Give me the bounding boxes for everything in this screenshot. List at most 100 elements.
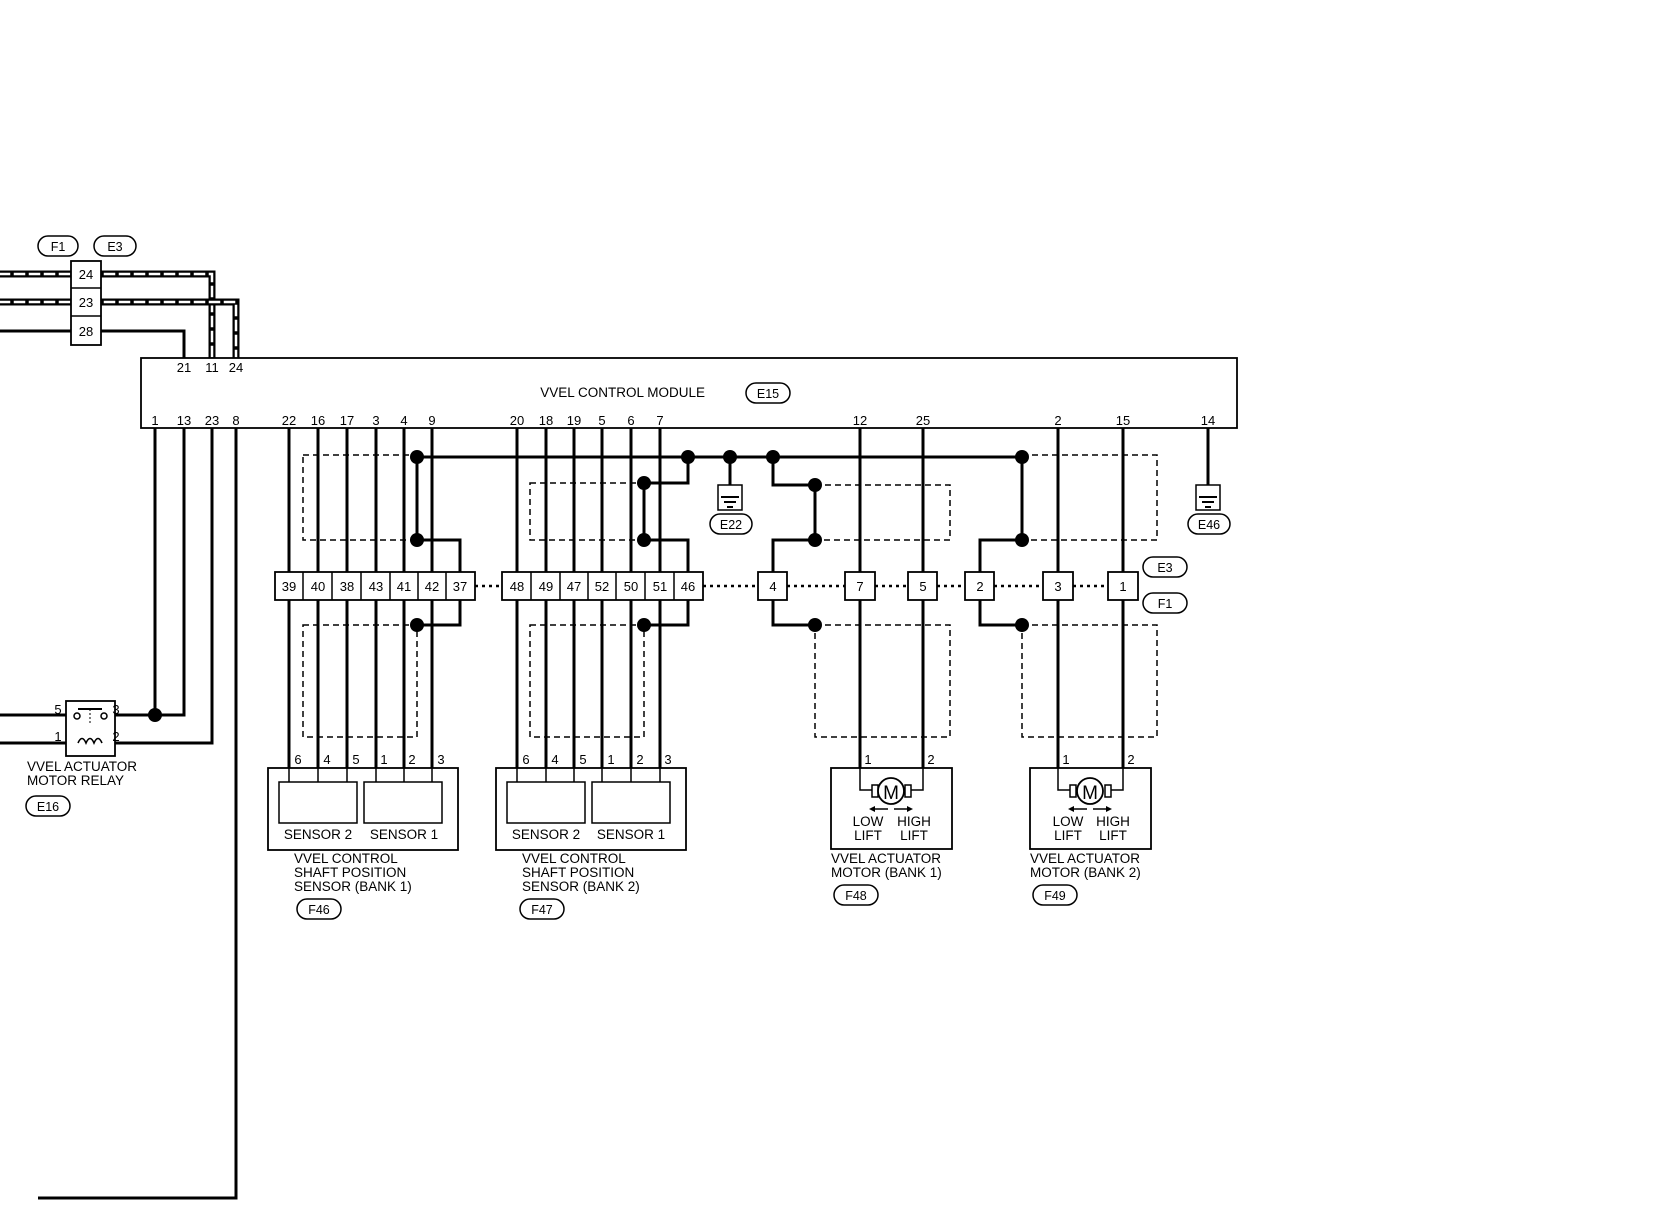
top-connector-pin: 28 bbox=[79, 324, 93, 339]
module-bottom-pin: 3 bbox=[372, 413, 379, 428]
actuator-motor-bank1: M 1 2 LOW LIFT HIGH LIFT VVEL ACTUATOR M… bbox=[830, 752, 953, 906]
sensor-pin: 4 bbox=[323, 752, 330, 767]
relay-pin: 5 bbox=[54, 702, 61, 717]
mid-connector-pin: 41 bbox=[397, 579, 411, 594]
module-bottom-pin: 12 bbox=[853, 413, 867, 428]
relay-label: MOTOR RELAY bbox=[27, 773, 124, 788]
sensor-1-label: SENSOR 1 bbox=[597, 827, 665, 842]
mid-connector-pin: 5 bbox=[919, 579, 926, 594]
mid-connector-pin: 52 bbox=[595, 579, 609, 594]
motor-pin: 2 bbox=[1127, 752, 1134, 767]
top-wires bbox=[0, 270, 240, 362]
sensor-pin: 5 bbox=[579, 752, 586, 767]
high-lift-label: HIGH bbox=[1096, 814, 1130, 829]
mid-connector-pin: 50 bbox=[624, 579, 638, 594]
top-connector-pin: 24 bbox=[79, 267, 93, 282]
mid-connector-pin: 2 bbox=[976, 579, 983, 594]
mid-connector-pin: 43 bbox=[369, 579, 383, 594]
motor-pin: 2 bbox=[927, 752, 934, 767]
module-bottom-pin: 25 bbox=[916, 413, 930, 428]
mid-connector-codes: E3 F1 bbox=[1142, 556, 1188, 614]
motor-bank2-label: MOTOR (BANK 2) bbox=[1030, 865, 1141, 880]
module-bottom-pin: 5 bbox=[598, 413, 605, 428]
module-bottom-pin: 13 bbox=[177, 413, 191, 428]
control-module: VVEL CONTROL MODULE E15 21 11 24 1 13 23… bbox=[140, 357, 1238, 429]
high-lift-label: HIGH bbox=[897, 814, 931, 829]
sensor-pin: 6 bbox=[294, 752, 301, 767]
module-bottom-pin: 23 bbox=[205, 413, 219, 428]
module-top-pin: 21 bbox=[177, 360, 191, 375]
motor-symbol: M bbox=[1082, 783, 1098, 804]
module-bottom-pin: 9 bbox=[428, 413, 435, 428]
connector-code-tag: F1 bbox=[1158, 597, 1173, 611]
motor-bank2-label: VVEL ACTUATOR bbox=[1030, 851, 1140, 866]
actuator-motor-bank2: M 1 2 LOW LIFT HIGH LIFT VVEL ACTUATOR M… bbox=[1029, 752, 1152, 906]
connector-code-tag: E3 bbox=[1157, 561, 1172, 575]
sensor-bank2-label: SHAFT POSITION bbox=[522, 865, 634, 880]
sensor-pin: 2 bbox=[636, 752, 643, 767]
sensor-pin: 4 bbox=[551, 752, 558, 767]
module-bottom-pin: 17 bbox=[340, 413, 354, 428]
low-lift-label: LIFT bbox=[1054, 828, 1082, 843]
mid-connector-pin: 42 bbox=[425, 579, 439, 594]
relay-code-tag: E16 bbox=[37, 800, 59, 814]
motor-pin: 1 bbox=[864, 752, 871, 767]
mid-connector-pin: 7 bbox=[856, 579, 863, 594]
module-bottom-pin: 15 bbox=[1116, 413, 1130, 428]
high-lift-label: LIFT bbox=[900, 828, 928, 843]
module-name: VVEL CONTROL MODULE bbox=[540, 385, 705, 400]
splice-dots bbox=[148, 450, 1029, 722]
motor-symbol: M bbox=[883, 783, 899, 804]
sensor-2-label: SENSOR 2 bbox=[512, 827, 580, 842]
connector-code-tag: E3 bbox=[107, 240, 122, 254]
relay-pin: 3 bbox=[112, 702, 119, 717]
sensor-bank1: 6 4 5 1 2 3 SENSOR 2 SENSOR 1 VVEL CONTR… bbox=[267, 752, 459, 920]
high-lift-label: LIFT bbox=[1099, 828, 1127, 843]
mid-connector-pin: 38 bbox=[340, 579, 354, 594]
module-bottom-pin: 1 bbox=[151, 413, 158, 428]
module-bottom-pin: 18 bbox=[539, 413, 553, 428]
sensor-pin: 1 bbox=[380, 752, 387, 767]
sensor-bank1-label: SENSOR (BANK 1) bbox=[294, 879, 412, 894]
sensor-pin: 5 bbox=[352, 752, 359, 767]
top-connector: 24 23 28 F1 E3 bbox=[37, 235, 137, 346]
module-bottom-pin: 19 bbox=[567, 413, 581, 428]
low-lift-label: LIFT bbox=[854, 828, 882, 843]
sensor-1-label: SENSOR 1 bbox=[370, 827, 438, 842]
ground-e46: E46 bbox=[1187, 484, 1231, 535]
mid-connector-pin: 39 bbox=[282, 579, 296, 594]
mid-connector-pin: 48 bbox=[510, 579, 524, 594]
motor-pin: 1 bbox=[1062, 752, 1069, 767]
module-top-pin: 24 bbox=[229, 360, 243, 375]
mid-connector-pin: 49 bbox=[539, 579, 553, 594]
module-bottom-pin: 22 bbox=[282, 413, 296, 428]
sensor-bank1-code-tag: F46 bbox=[308, 903, 330, 917]
module-top-pin: 11 bbox=[205, 360, 219, 375]
module-bottom-pin: 14 bbox=[1201, 413, 1215, 428]
mid-connector-pin: 1 bbox=[1119, 579, 1126, 594]
module-bottom-pin: 20 bbox=[510, 413, 524, 428]
relay-pin: 2 bbox=[112, 729, 119, 744]
mid-connector-pin: 47 bbox=[567, 579, 581, 594]
sensor-pin: 3 bbox=[664, 752, 671, 767]
mid-connector-pin: 3 bbox=[1054, 579, 1061, 594]
sensor-pin: 3 bbox=[437, 752, 444, 767]
mid-connector-pin: 51 bbox=[653, 579, 667, 594]
motor-bank2-code-tag: F49 bbox=[1044, 889, 1066, 903]
relay-label: VVEL ACTUATOR bbox=[27, 759, 137, 774]
sensor-bank2-label: VVEL CONTROL bbox=[522, 851, 626, 866]
module-bottom-pin: 8 bbox=[232, 413, 239, 428]
sensor-pin: 6 bbox=[522, 752, 529, 767]
sensor-pin: 1 bbox=[607, 752, 614, 767]
mid-connector-pin: 4 bbox=[769, 579, 776, 594]
relay-pin: 1 bbox=[54, 729, 61, 744]
mid-connector-pin: 40 bbox=[311, 579, 325, 594]
top-connector-pin: 23 bbox=[79, 295, 93, 310]
mid-connector-group3: 4 7 5 bbox=[757, 571, 938, 601]
mid-connector-group2: 48 49 47 52 50 51 46 bbox=[501, 571, 704, 601]
sensor-bank2-code-tag: F47 bbox=[531, 903, 553, 917]
motor-bank1-label: VVEL ACTUATOR bbox=[831, 851, 941, 866]
mid-connector-pin: 46 bbox=[681, 579, 695, 594]
module-bottom-pin: 7 bbox=[656, 413, 663, 428]
